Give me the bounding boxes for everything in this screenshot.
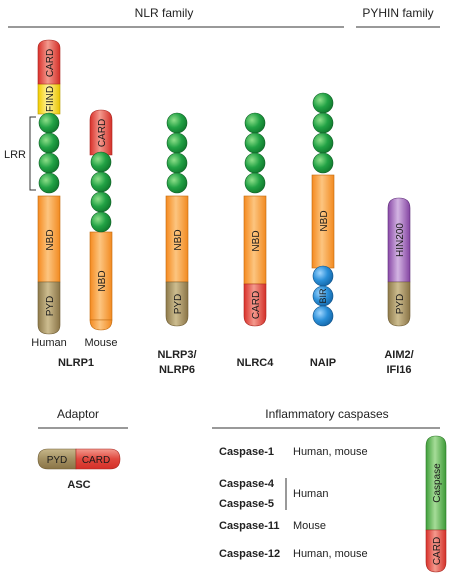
nbd-label: NBD — [45, 229, 56, 250]
nlrp3-name-line1: NLRP3/ — [157, 349, 196, 361]
lrr-bracket — [29, 116, 36, 191]
lrr-repeat — [166, 132, 188, 154]
nlrc4-protein: NBD CARD — [243, 112, 267, 327]
lrr-repeat — [244, 172, 266, 194]
caspase-domain — [425, 435, 447, 531]
lrr-repeat — [38, 112, 60, 134]
caspases-header: Inflammatory caspases — [265, 407, 388, 421]
nbd-label: NBD — [319, 210, 330, 231]
nlrp1-human-label: Human — [31, 337, 66, 349]
card-domain — [425, 529, 447, 573]
lrr-repeat — [90, 171, 112, 193]
nbd-label: NBD — [97, 270, 108, 291]
caspase-11-species: Mouse — [293, 520, 326, 532]
card-domain — [75, 448, 121, 470]
lrr-repeat — [244, 112, 266, 134]
nlrp1-human-protein: CARD FIIND NBD PYD — [37, 39, 61, 335]
card-domain — [243, 283, 267, 327]
lrr-repeat — [38, 152, 60, 174]
caspase-protein: Caspase CARD — [425, 435, 447, 573]
caspase-5-name: Caspase-5 — [219, 498, 274, 510]
lrr-repeat — [90, 191, 112, 213]
adaptor-header: Adaptor — [57, 407, 99, 421]
lrr-repeat — [38, 172, 60, 194]
nlrp3-protein: NBD PYD — [165, 112, 189, 327]
card-label: CARD — [251, 291, 262, 319]
hin200-label: HIN200 — [395, 223, 406, 257]
lrr-repeat — [90, 211, 112, 233]
naip-name: NAIP — [310, 357, 336, 369]
lrr-repeat — [166, 172, 188, 194]
pyd-domain — [387, 281, 411, 327]
card-domain — [37, 39, 61, 85]
nlrp3-name-line2: NLRP6 — [159, 364, 195, 376]
caspase-1-name: Caspase-1 — [219, 446, 274, 458]
lrr-repeat — [90, 151, 112, 173]
nbd-label: NBD — [173, 229, 184, 250]
card-label: CARD — [82, 455, 110, 466]
caspase-11-name: Caspase-11 — [219, 520, 280, 532]
nbd-label: NBD — [251, 230, 262, 251]
lrr-repeat — [244, 132, 266, 154]
card-label: CARD — [97, 119, 108, 147]
caspase-12-species: Human, mouse — [293, 548, 368, 560]
bir-repeat — [312, 305, 334, 327]
lrr-repeat — [312, 152, 334, 174]
lrr-repeat — [312, 112, 334, 134]
nlrp1-name: NLRP1 — [58, 357, 94, 369]
hin200-domain — [387, 197, 411, 283]
asc-protein: PYD CARD — [37, 448, 121, 470]
nlrp1-mouse-protein: CARD NBD — [89, 109, 113, 331]
pyd-domain — [37, 448, 77, 470]
pyhin-family-header: PYHIN family — [362, 6, 433, 20]
caspase-12-name: Caspase-12 — [219, 548, 280, 560]
caspase-1-species: Human, mouse — [293, 446, 368, 458]
bir-repeat — [312, 265, 334, 287]
naip-protein: NBD BIR — [311, 92, 335, 327]
caspase-label: Caspase — [432, 463, 443, 503]
bir-label: BIR — [318, 288, 328, 304]
nlrc4-name: NLRC4 — [237, 357, 275, 369]
lrr-label: LRR — [4, 149, 26, 161]
lrr-repeat — [166, 152, 188, 174]
nbd-domain-end — [89, 319, 113, 331]
lrr-repeat — [166, 112, 188, 134]
fiind-label: FIIND — [45, 86, 56, 112]
lrr-repeat — [312, 92, 334, 114]
card-domain — [89, 109, 113, 156]
pyd-domain — [37, 281, 61, 335]
asc-name: ASC — [67, 479, 90, 491]
pyd-label: PYD — [395, 294, 406, 315]
pyd-domain — [165, 281, 189, 327]
caspase-4-name: Caspase-4 — [219, 478, 275, 490]
pyd-label: PYD — [47, 455, 68, 466]
pyd-label: PYD — [173, 294, 184, 315]
lrr-repeat — [312, 132, 334, 154]
pyd-label: PYD — [45, 296, 56, 317]
aim2-protein: HIN200 PYD — [387, 197, 411, 327]
aim2-name-line2: IFI16 — [386, 364, 411, 376]
card-label: CARD — [45, 49, 56, 77]
nlr-family-header: NLR family — [135, 6, 194, 20]
caspase-4-5-species: Human — [293, 488, 328, 500]
lrr-repeat — [38, 132, 60, 154]
nlrp1-mouse-label: Mouse — [84, 337, 117, 349]
aim2-name-line1: AIM2/ — [384, 349, 413, 361]
card-label: CARD — [432, 537, 443, 565]
lrr-repeat — [244, 152, 266, 174]
